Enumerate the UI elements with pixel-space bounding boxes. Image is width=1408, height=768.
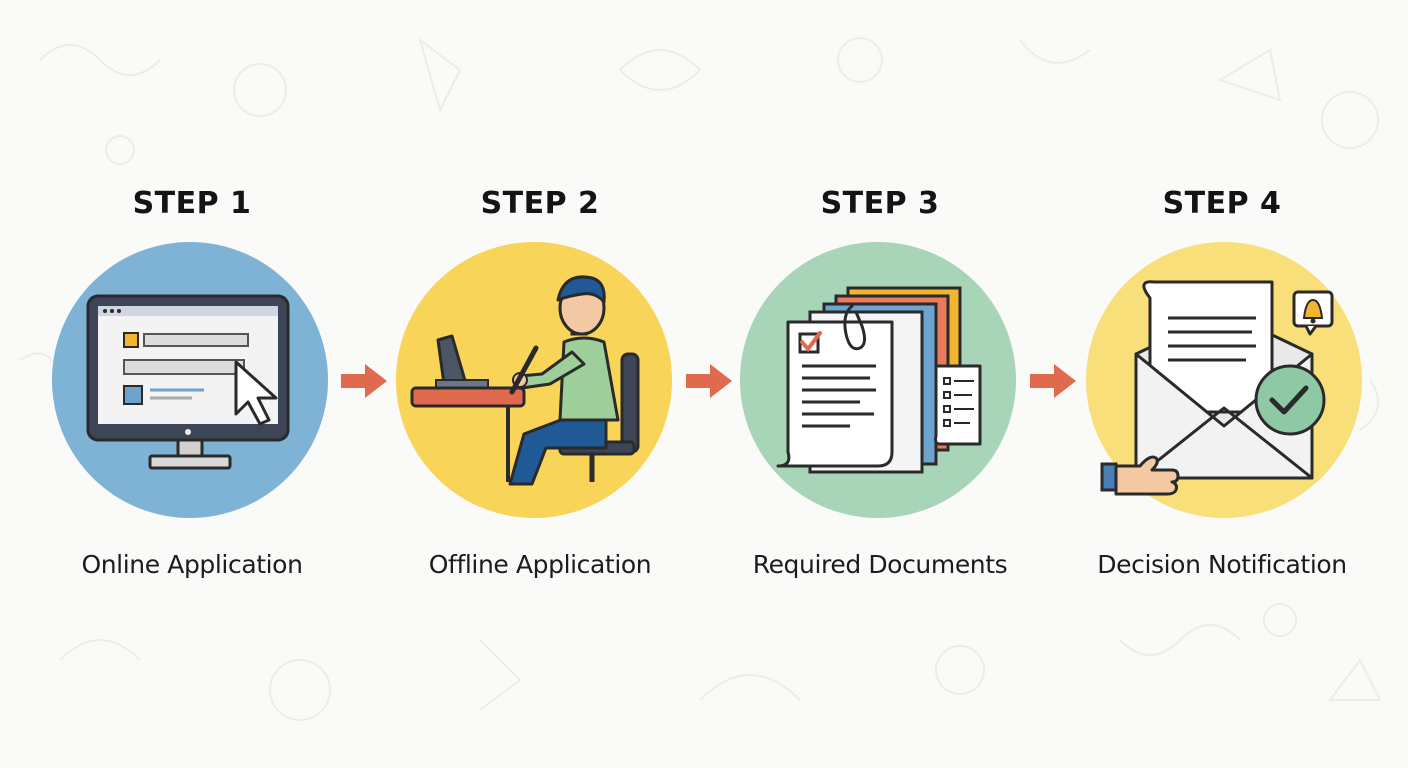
step-label: Offline Application	[428, 550, 652, 579]
step-title: STEP 2	[480, 186, 600, 221]
step-title: STEP 3	[820, 186, 940, 221]
step-label: Required Documents	[752, 550, 1008, 579]
step-title: STEP 4	[1162, 186, 1282, 221]
arrow-right-icon	[341, 364, 387, 398]
arrow-right-icon	[1030, 364, 1076, 398]
step-label: Online Application	[81, 550, 303, 579]
arrow-right-icon	[686, 364, 732, 398]
documents-stack-icon	[740, 242, 1016, 518]
person-writing-icon	[396, 242, 672, 518]
computer-monitor-icon	[52, 242, 328, 518]
step-title: STEP 1	[132, 186, 252, 221]
step-label: Decision Notification	[1097, 550, 1347, 579]
envelope-check-icon	[1086, 242, 1362, 518]
